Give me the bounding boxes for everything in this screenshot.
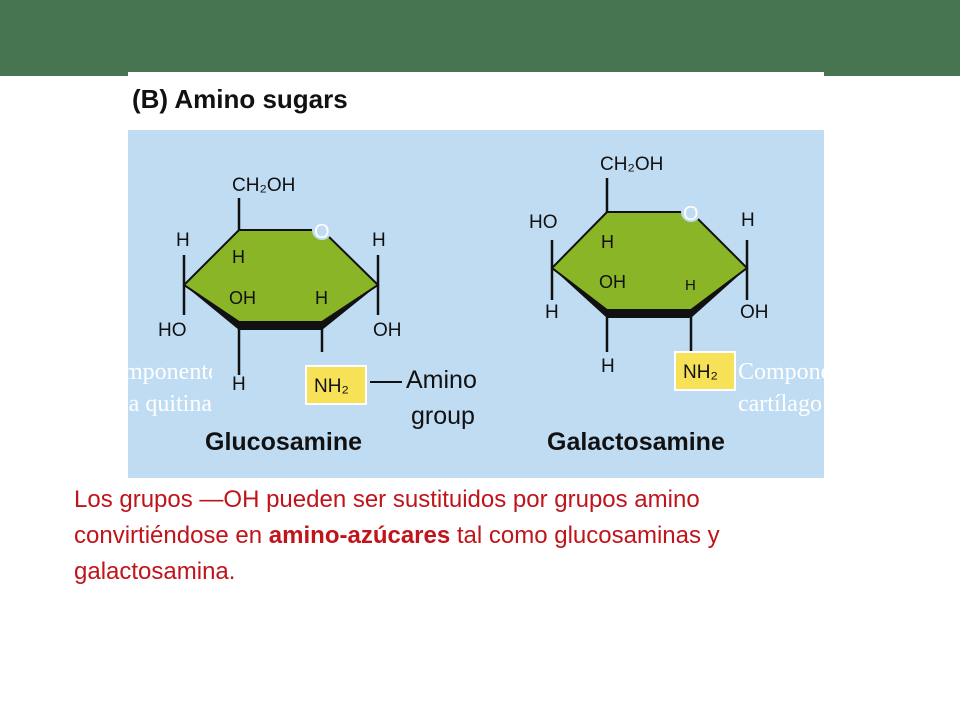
body-text-part1: Los grupos —OH pueden ser sustituidos po… (74, 486, 700, 549)
body-paragraph: Los grupos —OH pueden ser sustituidos po… (74, 482, 834, 590)
oh-label: OH (599, 272, 626, 292)
chitin-note-line1: Componente de (96, 359, 212, 385)
glucosamine-caption: Glucosamine (205, 428, 362, 456)
oh-label: OH (373, 320, 402, 341)
h-label: H (545, 302, 559, 323)
cartilage-note: Componente del cartílago (738, 356, 826, 420)
figure-header (128, 72, 824, 130)
amino-highlight (674, 351, 736, 391)
nh2-label: NH₂ (683, 362, 718, 383)
oxygen-bg (312, 220, 332, 240)
nh2-label: NH₂ (314, 376, 349, 397)
figure-title: (B) Amino sugars (132, 84, 348, 114)
h-label: H (232, 247, 245, 267)
h-label: H (741, 210, 755, 231)
chitin-note: Componente de la quitina (96, 356, 212, 420)
glucosamine-structure: CH₂OH O H H H OH H HO OH H NH₂ Amino gro… (158, 175, 477, 430)
diagram-panel: CH₂OH O H H H OH H HO OH H NH₂ Amino gro… (128, 130, 824, 478)
cartilage-note-line1: Componente del (738, 359, 826, 385)
annotation-amino: Amino (406, 366, 477, 394)
h-label: H (315, 288, 328, 308)
ring-oxygen: O (683, 203, 699, 225)
body-text-bold: amino-azúcares (268, 522, 451, 549)
header-bar (0, 0, 960, 76)
h-label: H (232, 374, 246, 395)
oh-label: OH (740, 302, 769, 323)
galactosamine-caption: Galactosamine (547, 428, 725, 456)
ho-label: HO (158, 320, 187, 341)
ring (550, 211, 749, 311)
h-label: H (601, 232, 614, 252)
ring-oxygen: O (314, 221, 330, 243)
chitin-note-line2: la quitina (122, 391, 212, 417)
h-label: H (176, 230, 190, 251)
ring-edge (184, 285, 378, 330)
h-label: H (372, 230, 386, 251)
ho-label: HO (529, 212, 558, 233)
galactosamine-structure: CH₂OH O HO H H OH H H OH H NH₂ (529, 154, 769, 391)
amino-sugars-diagram: CH₂OH O H H H OH H HO OH H NH₂ Amino gro… (158, 154, 769, 430)
ch2oh-label: CH₂OH (600, 154, 663, 175)
ch2oh-label: CH₂OH (232, 175, 295, 196)
h-label: H (601, 356, 615, 377)
oxygen-bg (681, 202, 701, 222)
oh-label: OH (229, 288, 256, 308)
body-text-part2: tal como glucosaminas y galactosamina. (74, 522, 720, 585)
annotation-group: group (411, 402, 475, 430)
ring-edge (552, 268, 747, 318)
h-label: H (685, 277, 696, 294)
amino-highlight (305, 365, 367, 405)
cartilage-note-line2: cartílago (738, 391, 822, 417)
